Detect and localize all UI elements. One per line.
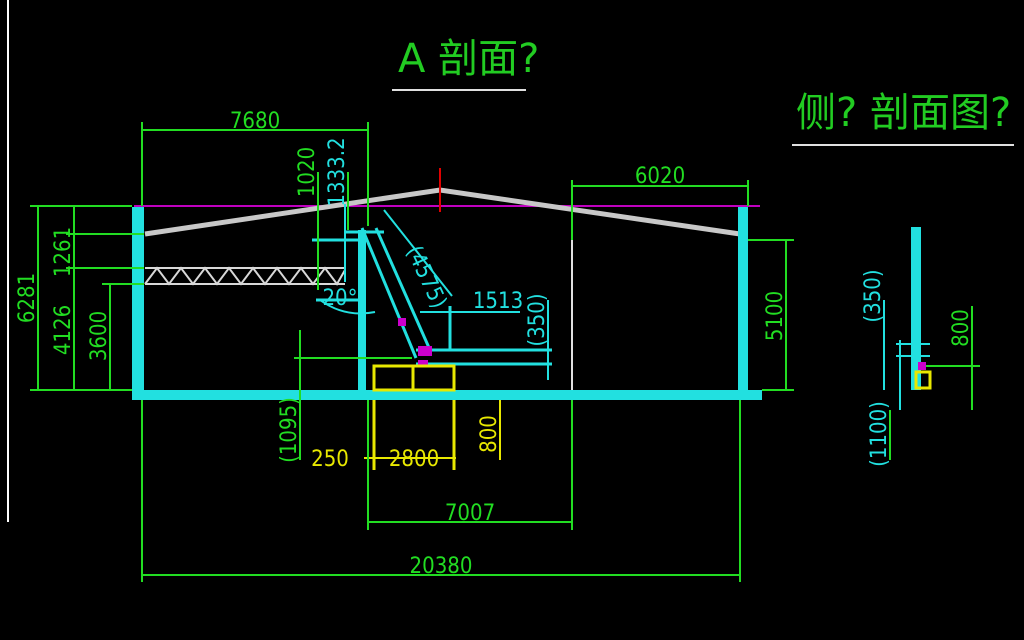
dim-side-1100: (1100): [867, 401, 892, 467]
dim-rise-1: 1020: [295, 147, 320, 197]
gable-roof: [144, 168, 741, 237]
drive-marker-2: [418, 360, 428, 366]
dim-side-350: (350): [861, 269, 886, 322]
dim-side-800: 800: [949, 309, 974, 347]
dim-overall-span: 20380: [410, 554, 473, 579]
dim-pit-width: 2800: [389, 447, 439, 472]
dim-top-left-span: 7680: [230, 109, 280, 134]
dim-pit-side: 250: [311, 447, 349, 472]
dim-height-total: 6281: [15, 273, 40, 323]
conveyor-dim-lines: [319, 204, 549, 380]
dim-pit-height: 800: [477, 415, 502, 453]
dim-top-right-span: 6020: [635, 164, 685, 189]
pivot-marker: [398, 318, 406, 326]
floor-slab: [132, 390, 762, 400]
dim-height-mid: 4126: [51, 305, 76, 355]
building-structure: [132, 207, 762, 400]
dim-height-upper: 1261: [51, 227, 76, 277]
main-section-title: A 剖面?: [398, 36, 539, 82]
dim-rise-2: 1333.2: [325, 137, 350, 206]
dim-bay-span: 7007: [445, 501, 495, 526]
roof-truss: [144, 266, 346, 286]
dim-pit-depth: (1095): [277, 397, 302, 463]
pit-structure: [364, 364, 501, 470]
dim-offset-350: (350): [525, 293, 550, 346]
dim-slope-angle: 20°: [322, 286, 357, 311]
side-section-title: 侧? 剖面图?: [796, 90, 1011, 136]
dim-right-height: 5100: [763, 291, 788, 341]
dim-offset-1513: 1513: [473, 289, 523, 314]
side-section: [883, 227, 980, 460]
inclined-conveyor: [312, 227, 552, 366]
drive-marker: [418, 346, 432, 356]
dim-height-lower: 3600: [87, 311, 112, 361]
dimension-lines: [30, 122, 794, 582]
